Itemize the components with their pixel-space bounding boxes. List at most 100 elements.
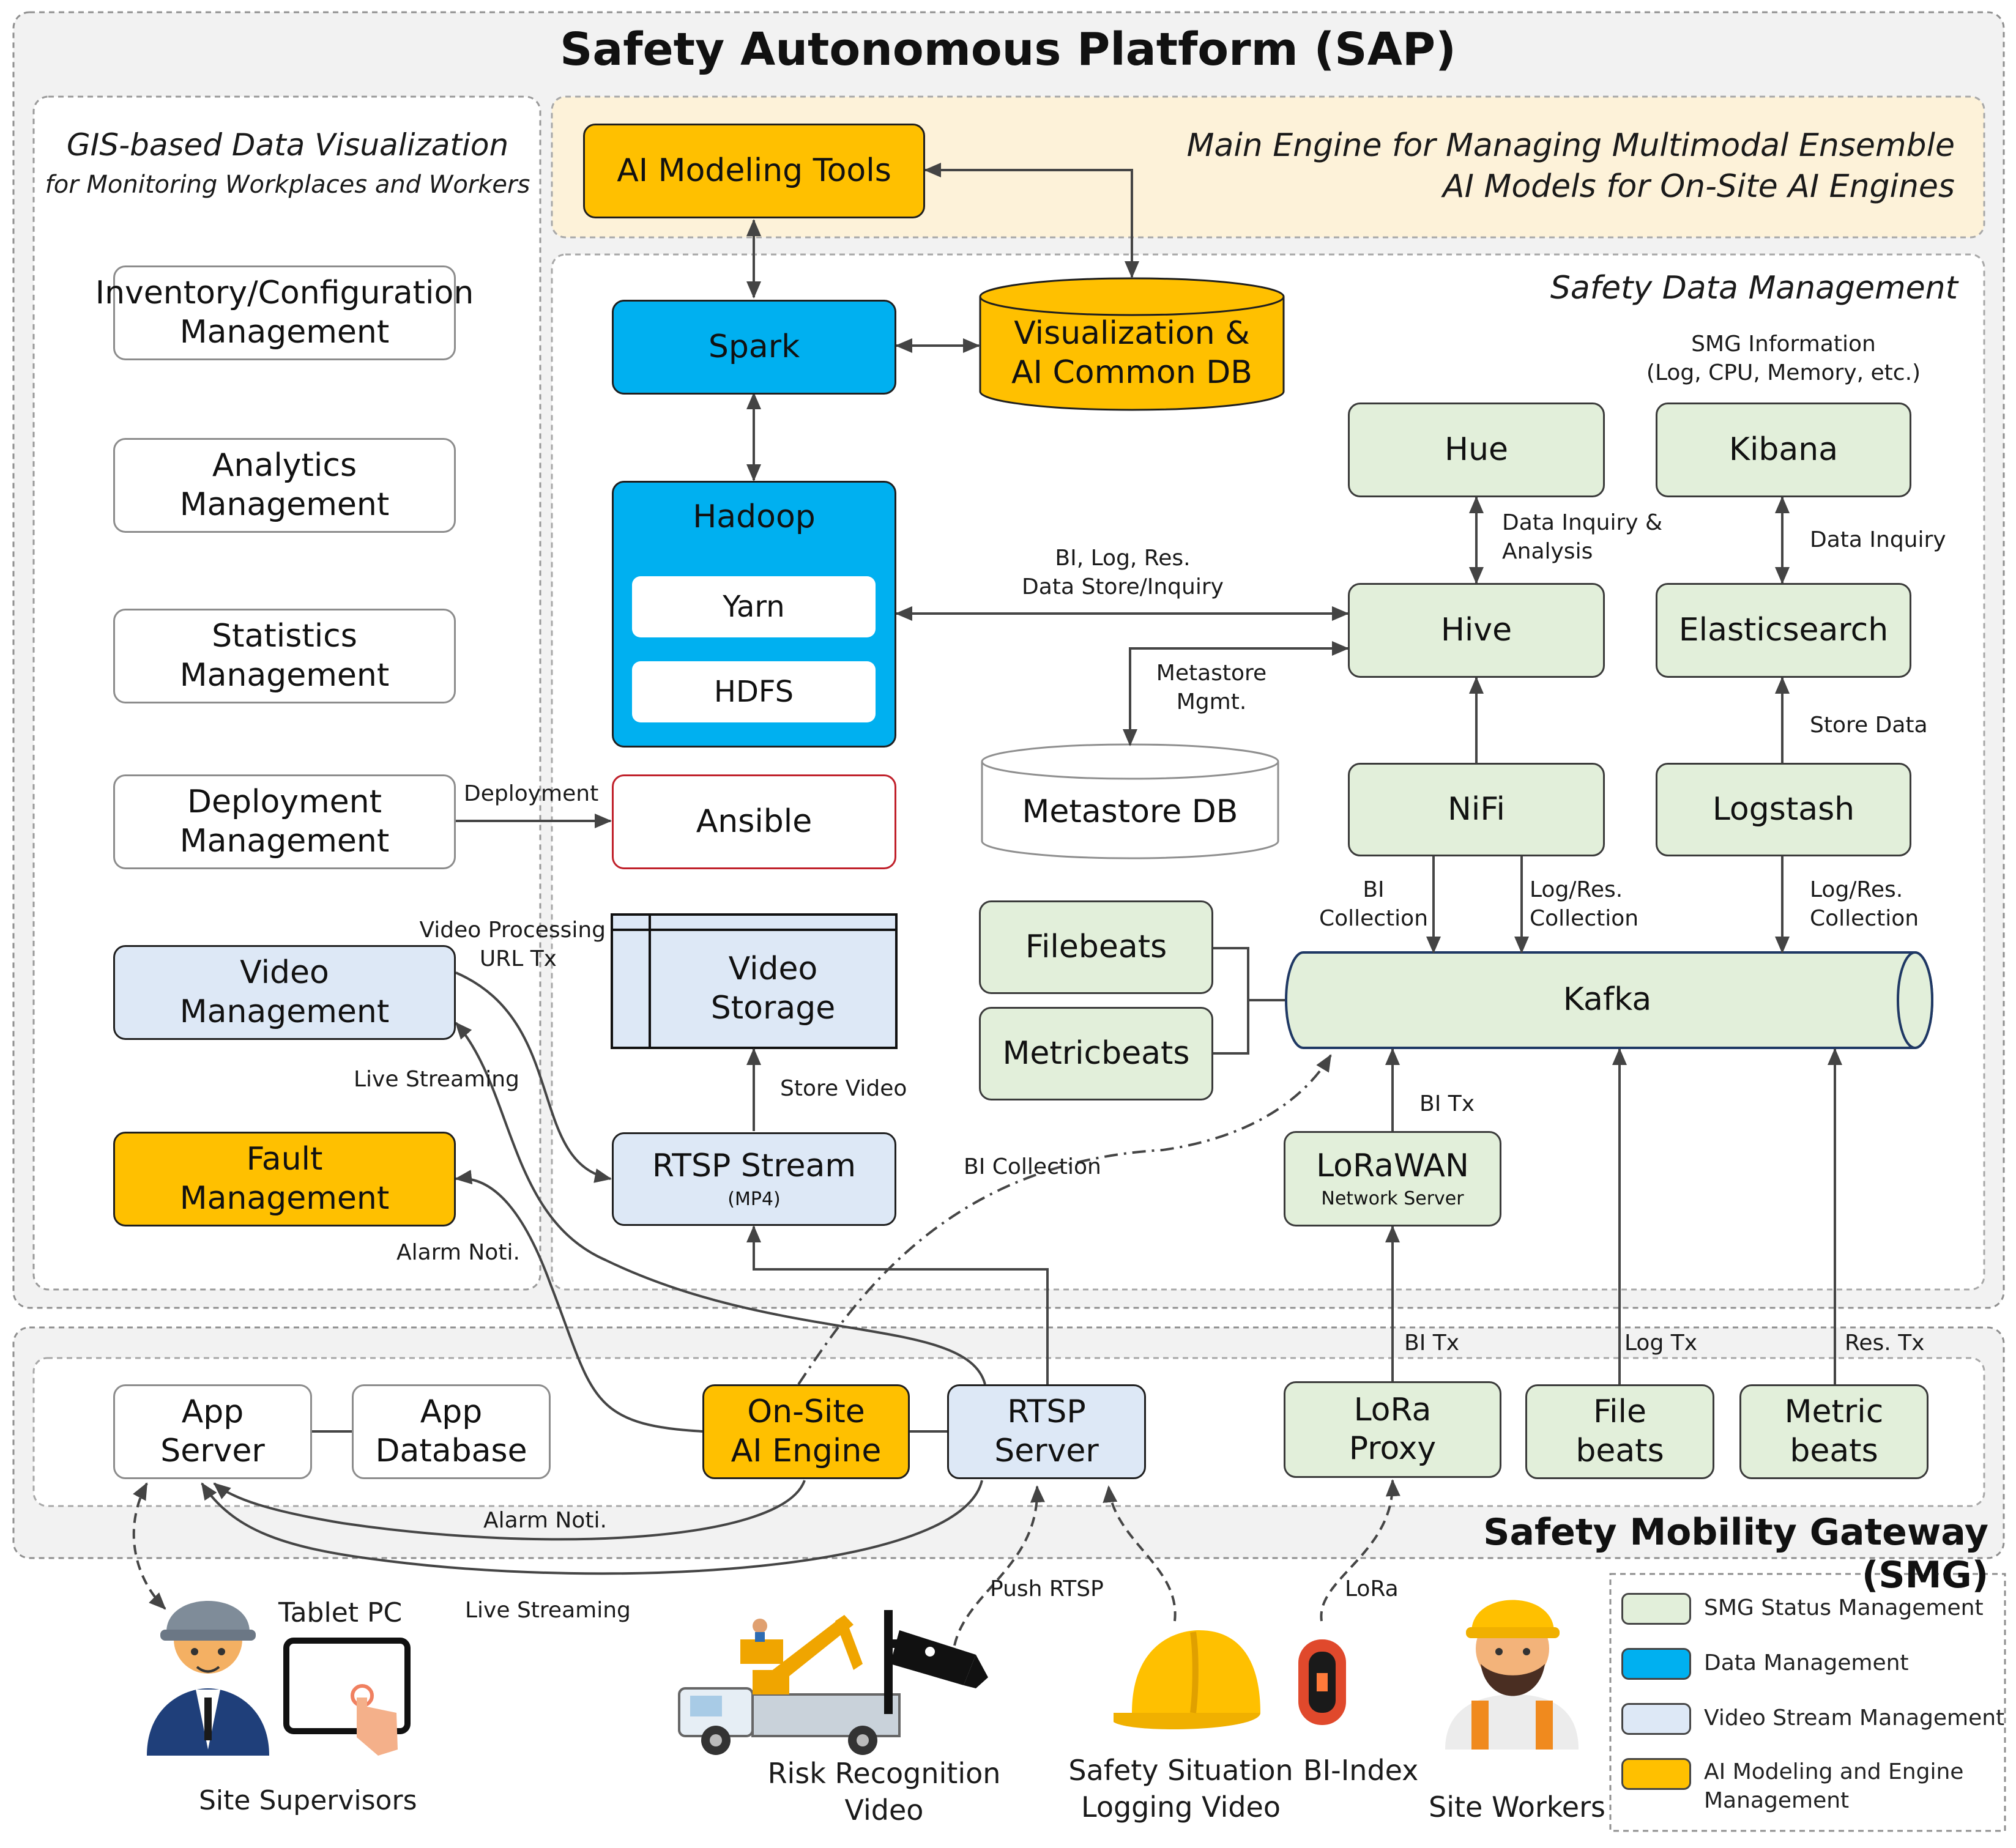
label-line: (Log, CPU, Memory, etc.)	[1646, 360, 1921, 385]
tablet-pc-caption: Tablet PC	[278, 1597, 403, 1628]
legend-swatch-ai	[1621, 1758, 1691, 1790]
node-label: Database	[375, 1432, 527, 1469]
app-database-node: App Database	[352, 1384, 551, 1479]
main-engine-line2: AI Models for On-Site AI Engines	[1443, 168, 1955, 205]
kafka-label: Kafka	[1286, 952, 1929, 1048]
analytics-module: Analytics Management	[113, 438, 456, 533]
helmet-illustration	[1114, 1630, 1260, 1729]
main-engine-line1: Main Engine for Managing Multimodal Ense…	[1186, 127, 1955, 164]
node-label: Visualization &	[1014, 315, 1250, 352]
node-sublabel: (MP4)	[727, 1188, 781, 1210]
legend-swatch-video	[1621, 1703, 1691, 1735]
safety-video-caption: Safety Situation Logging Video	[1065, 1753, 1297, 1826]
bi-collection-label: BI Collection	[964, 1154, 1101, 1179]
node-label: beats	[1575, 1432, 1664, 1469]
alarm-noti-top-label: Alarm Noti.	[396, 1240, 520, 1265]
ai-modeling-tools: AI Modeling Tools	[583, 124, 925, 218]
live-streaming-top-label: Live Streaming	[354, 1067, 519, 1092]
legend-label-smg: SMG Status Management	[1704, 1595, 1984, 1620]
caption-line: Logging Video	[1081, 1790, 1281, 1824]
label-line: URL Tx	[479, 946, 557, 971]
gis-subtitle: for Monitoring Workplaces and Workers	[45, 171, 530, 199]
node-label: LoRaWAN	[1316, 1147, 1469, 1184]
lora-label: LoRa	[1345, 1576, 1399, 1601]
node-label: Proxy	[1348, 1430, 1437, 1467]
logstash-node: Logstash	[1656, 763, 1911, 856]
caption-line: Risk Recognition	[767, 1757, 1001, 1790]
module-label: Management	[179, 313, 390, 351]
caption-line: Safety Situation	[1068, 1754, 1293, 1787]
node-label: Hue	[1444, 431, 1509, 468]
elasticsearch-node: Elasticsearch	[1656, 583, 1911, 678]
node-label: App	[420, 1393, 483, 1431]
label-line: SMG Information	[1691, 332, 1876, 357]
node-label: RTSP	[1007, 1393, 1086, 1431]
metastore-mgmt-label: Metastore Mgmt.	[1144, 659, 1279, 717]
deployment-module: Deployment Management	[113, 774, 456, 869]
node-label: Ansible	[696, 803, 813, 840]
site-supervisors-caption: Site Supervisors	[199, 1785, 417, 1816]
node-label: NiFi	[1448, 790, 1505, 828]
video-management-module: Video Management	[113, 945, 456, 1040]
label-line: Collection	[1530, 905, 1639, 931]
data-inquiry-label: Data Inquiry	[1810, 527, 1946, 552]
label-line: Log/Res.	[1530, 877, 1623, 902]
vis-db-cylinder	[979, 277, 1285, 411]
nifi-node: NiFi	[1348, 763, 1605, 856]
metastore-db-label: Metastore DB	[982, 777, 1278, 847]
label-line: Log/Res.	[1810, 877, 1903, 902]
label-line: Mgmt.	[1176, 689, 1247, 714]
bi-index-caption: BI-Index	[1303, 1754, 1419, 1787]
yarn-component: Yarn	[632, 576, 876, 637]
lora-proxy-node: LoRa Proxy	[1284, 1381, 1501, 1478]
node-label: Metastore DB	[1022, 793, 1238, 830]
fault-management-module: Fault Management	[113, 1132, 456, 1226]
kafka-cylinder	[1285, 951, 1933, 1049]
module-label: Management	[179, 993, 390, 1030]
node-label: AI Engine	[731, 1432, 882, 1469]
node-label: LoRa	[1353, 1391, 1432, 1428]
node-label: File	[1593, 1393, 1646, 1431]
sdm-title: Safety Data Management	[1550, 270, 1958, 306]
vis-db-label: Visualization & AI Common DB	[980, 312, 1284, 395]
legend-swatch-smg	[1621, 1593, 1691, 1625]
live-streaming-bottom-label: Live Streaming	[465, 1598, 631, 1623]
tablet-illustration	[283, 1638, 411, 1756]
label-line: Collection	[1319, 905, 1429, 931]
log-res-nifi-label: Log/Res. Collection	[1530, 876, 1638, 933]
kibana-node: Kibana	[1656, 403, 1911, 497]
data-inquiry-analysis-label: Data Inquiry & Analysis	[1502, 509, 1662, 566]
log-tx-label: Log Tx	[1624, 1330, 1698, 1356]
node-label: AI Modeling Tools	[617, 152, 891, 189]
node-label: HDFS	[713, 675, 794, 709]
module-label: Video	[240, 954, 329, 992]
file-beats-node: File beats	[1525, 1384, 1714, 1479]
video-storage-label: Video Storage	[650, 930, 896, 1048]
node-label: App	[181, 1393, 244, 1431]
node-label: Metric	[1784, 1393, 1884, 1431]
onsite-ai-engine-node: On-Site AI Engine	[702, 1384, 910, 1479]
hdfs-component: HDFS	[632, 661, 876, 722]
inventory-config-module: Inventory/Configuration Management	[95, 265, 474, 360]
res-tx-label: Res. Tx	[1845, 1330, 1925, 1356]
ansible-node: Ansible	[612, 774, 896, 869]
module-label: Analytics	[212, 447, 357, 484]
label-line: Data Store/Inquiry	[1022, 574, 1224, 599]
module-label: Deployment	[187, 784, 382, 821]
label-line: Video Processing	[419, 918, 606, 943]
label-line: Analysis	[1502, 538, 1593, 564]
hue-node: Hue	[1348, 403, 1605, 497]
node-label: Metricbeats	[1002, 1034, 1190, 1072]
node-label: RTSP Stream	[652, 1148, 857, 1185]
node-label: Server	[160, 1432, 265, 1469]
module-label: Fault	[246, 1141, 323, 1178]
node-label: Filebeats	[1025, 928, 1167, 965]
gis-title: GIS-based Data Visualization	[66, 127, 509, 163]
module-label: Management	[179, 656, 390, 694]
label-line: Data Inquiry &	[1502, 510, 1663, 535]
caption-line: Video	[844, 1793, 924, 1827]
node-sublabel: Network Server	[1321, 1188, 1464, 1210]
rtsp-server-node: RTSP Server	[947, 1384, 1146, 1479]
metric-beats-node: Metric beats	[1739, 1384, 1929, 1479]
